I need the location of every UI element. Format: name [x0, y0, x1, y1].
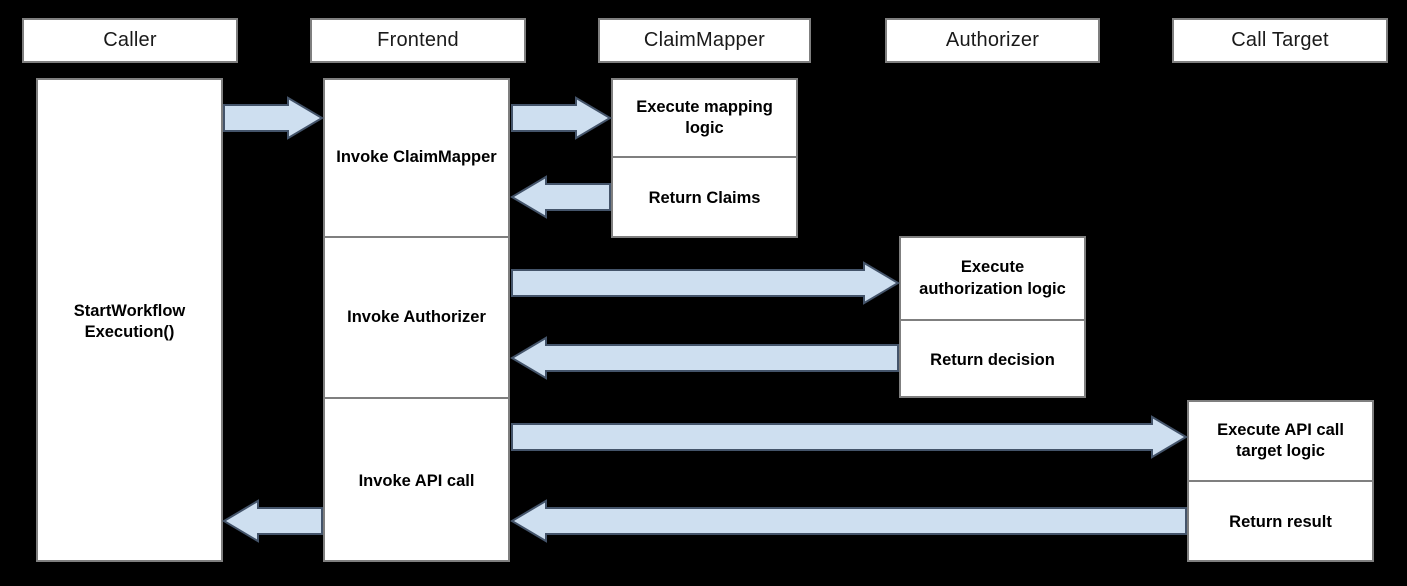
activation-label: Return decision [930, 350, 1055, 369]
participant-header-claimmapper[interactable]: ClaimMapper [598, 18, 811, 63]
caller-to-frontend-request-arrow-icon[interactable] [223, 96, 324, 140]
activation-label: Execute mapping logic [636, 97, 773, 137]
frontend-seg-2[interactable]: Invoke Authorizer [325, 238, 508, 399]
calltarget-seg-1[interactable]: Execute API call target logic [1189, 402, 1372, 482]
activation-label: Invoke Authorizer [347, 307, 486, 326]
participant-label: Frontend [377, 29, 459, 51]
frontend-to-authorizer-request-arrow-icon[interactable] [511, 261, 900, 305]
claimmapper-seg-2[interactable]: Return Claims [613, 158, 796, 240]
participant-label: ClaimMapper [643, 29, 766, 51]
activation-label: Invoke API call [358, 471, 475, 490]
authorizer-seg-2[interactable]: Return decision [901, 321, 1084, 400]
activation-label: Return Claims [648, 189, 761, 208]
participant-header-authorizer[interactable]: Authorizer [885, 18, 1100, 63]
frontend-to-caller-response-arrow-icon[interactable] [222, 499, 323, 543]
participant-label: Call Target [1231, 29, 1329, 51]
caller-lifeline: StartWorkflow Execution() [36, 78, 223, 562]
caller-seg-1[interactable]: StartWorkflow Execution() [38, 80, 221, 564]
claimmapper-to-frontend-response-arrow-icon[interactable] [510, 175, 611, 219]
activation-label: Execute authorization logic [919, 258, 1066, 298]
participant-label: Authorizer [945, 29, 1040, 51]
frontend-to-claimmapper-request-arrow-icon[interactable] [511, 96, 612, 140]
calltarget-to-frontend-response-arrow-icon[interactable] [510, 499, 1187, 543]
frontend-to-calltarget-request-arrow-icon[interactable] [511, 415, 1188, 459]
authorizer-to-frontend-response-arrow-icon[interactable] [510, 336, 899, 380]
activation-label: StartWorkflow Execution() [73, 301, 186, 341]
participant-label: Caller [103, 29, 157, 51]
participant-header-calltarget[interactable]: Call Target [1172, 18, 1388, 63]
participant-header-caller[interactable]: Caller [22, 18, 238, 63]
activation-label: Execute API call target logic [1217, 420, 1344, 460]
activation-label: Return result [1229, 513, 1332, 532]
frontend-seg-1[interactable]: Invoke ClaimMapper [325, 80, 508, 238]
calltarget-seg-2[interactable]: Return result [1189, 482, 1372, 564]
frontend-seg-3[interactable]: Invoke API call [325, 399, 508, 564]
claimmapper-seg-1[interactable]: Execute mapping logic [613, 80, 796, 158]
authorizer-seg-1[interactable]: Execute authorization logic [901, 238, 1084, 321]
activation-label: Invoke ClaimMapper [336, 148, 497, 167]
participant-header-frontend[interactable]: Frontend [310, 18, 526, 63]
